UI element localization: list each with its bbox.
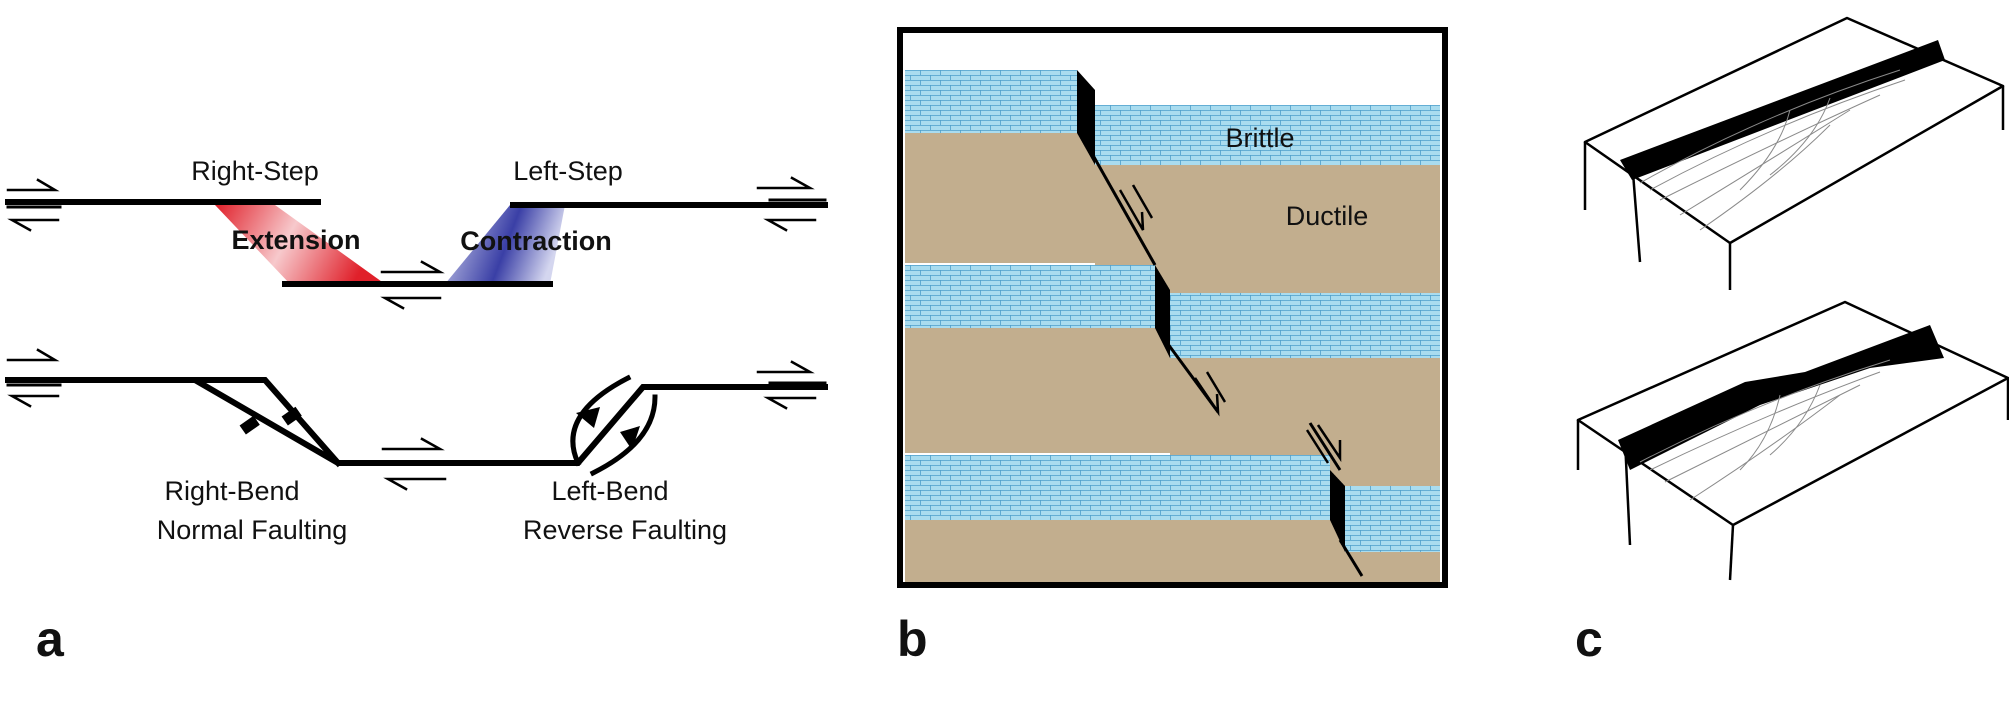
contraction-label: Contraction <box>460 226 612 256</box>
shear-arrow-top-right <box>756 176 815 190</box>
brittle-layer-2-left <box>905 265 1155 328</box>
brittle-layer-1-right <box>1095 105 1440 165</box>
fault-block-bottom <box>1576 300 2009 581</box>
brittle-layer-3-left <box>905 455 1330 520</box>
shear-arrow-mid-top <box>380 260 445 274</box>
shear-arrow-bottom-left <box>7 218 60 232</box>
bend-diagram <box>5 348 828 491</box>
panel-letter-c: c <box>1575 611 1603 667</box>
shear-arrow-bottom-right <box>763 218 817 232</box>
normal-faulting-label: Normal Faulting <box>156 515 348 545</box>
brittle-label: Brittle <box>1225 123 1295 153</box>
step-over-diagram <box>5 176 828 310</box>
panel-letter-a: a <box>36 611 64 667</box>
left-bend-label: Left-Bend <box>551 476 669 506</box>
fault-block-top <box>1583 16 2005 290</box>
brittle-ductile-section <box>897 27 1448 588</box>
ductile-label: Ductile <box>1285 201 1369 231</box>
contraction-zone <box>445 205 565 284</box>
reverse-faulting-label: Reverse Faulting <box>522 515 728 545</box>
extension-zone <box>215 205 385 284</box>
brittle-layer-2-right <box>1170 293 1440 358</box>
brittle-layer-3-right <box>1345 486 1440 552</box>
right-step-label: Right-Step <box>191 156 319 186</box>
right-bend-label: Right-Bend <box>164 476 300 506</box>
left-step-label: Left-Step <box>513 156 623 186</box>
panel-letter-b: b <box>897 611 928 667</box>
brittle-layer-1-left <box>905 70 1077 133</box>
extension-label: Extension <box>231 225 361 255</box>
shear-arrow-mid-bottom <box>380 296 442 310</box>
shear-arrow-top-left <box>6 178 60 192</box>
